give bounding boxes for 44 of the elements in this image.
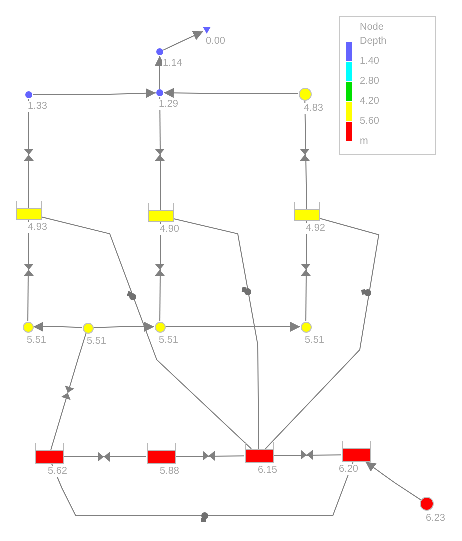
pipe (165, 322, 301, 332)
depth-value: 1.14 (162, 58, 184, 69)
pipe (50, 332, 87, 450)
depth-value: 5.51 (158, 334, 180, 346)
pipe (164, 88, 299, 98)
depth-value: 4.90 (159, 224, 180, 235)
pipe (160, 222, 162, 322)
pipe (51, 462, 354, 516)
depth-value: 4.92 (305, 223, 326, 234)
depth-value: 4.93 (27, 222, 48, 233)
depth-value: 5.51 (304, 334, 326, 346)
depth-value: 5.51 (26, 334, 48, 346)
legend-label: 2.80 (360, 76, 380, 88)
pipe (160, 96, 162, 210)
legend-label: 1.40 (360, 56, 380, 68)
depth-value: 5.88 (159, 466, 180, 477)
legend-label: 5.60 (360, 116, 380, 128)
pipe (28, 98, 30, 208)
depth-value: 6.23 (425, 513, 446, 524)
depth-value: 6.15 (257, 465, 278, 476)
pipe (304, 100, 308, 210)
depth-value: 4.83 (303, 102, 324, 114)
pipe (42, 216, 252, 450)
depth-value: 5.62 (47, 466, 68, 477)
legend-label: 4.20 (360, 96, 380, 108)
pipe (365, 462, 422, 501)
pipe (63, 456, 147, 458)
depth-value: 1.33 (27, 101, 48, 112)
pipe (163, 31, 204, 51)
depth-value: 0.00 (205, 36, 226, 47)
pipe (33, 322, 83, 332)
pipe (28, 220, 30, 322)
pipe (32, 88, 156, 98)
pipe (93, 322, 155, 332)
depth-value: 5.51 (86, 336, 108, 346)
depth-value: 6.20 (338, 464, 360, 475)
legend-title: Node Depth (360, 21, 388, 49)
depth-value: 1.29 (158, 99, 180, 110)
pipe (306, 220, 308, 322)
pipe (174, 218, 260, 450)
pipe (175, 456, 245, 458)
pipe (265, 218, 380, 450)
legend-label: m (360, 136, 368, 148)
pipe (273, 454, 342, 456)
